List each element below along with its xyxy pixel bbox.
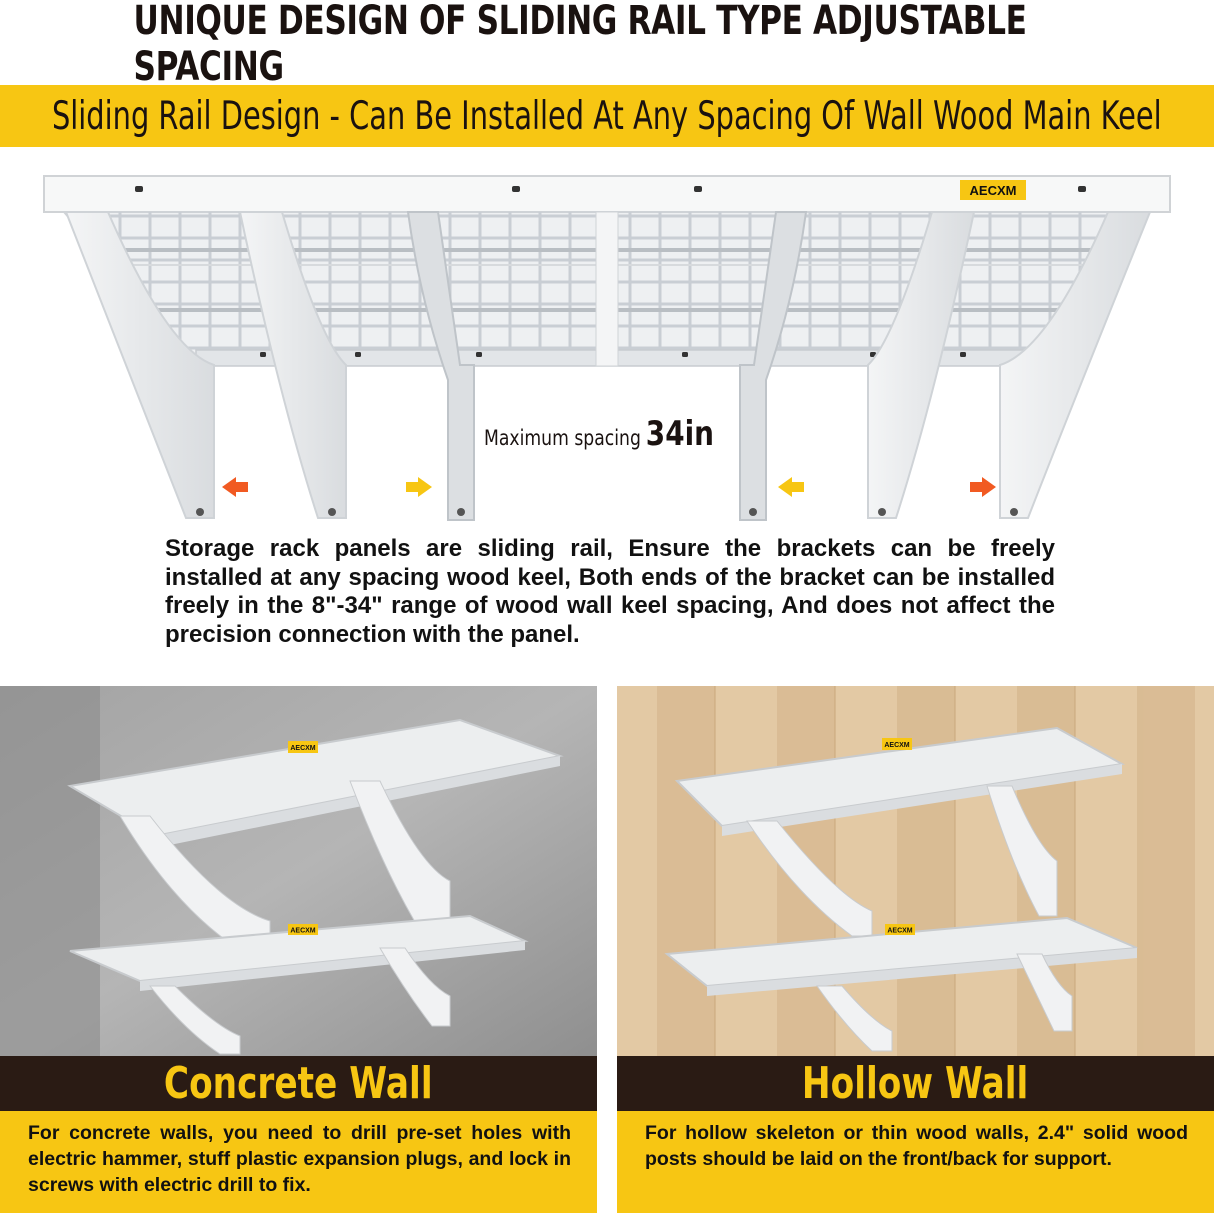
max-spacing-text: Maximum spacing <box>484 426 641 450</box>
shelf-illustration: AECXM <box>43 175 1171 521</box>
concrete-wall-panel: AECXM AECXM Concrete Wall For concrete w… <box>0 686 597 1213</box>
description-text: Storage rack panels are sliding rail, En… <box>165 535 1055 648</box>
arrow-right-inner-icon <box>778 477 804 497</box>
arrow-right-outer-icon <box>970 477 996 497</box>
max-spacing-value: 34in <box>645 414 715 454</box>
bracket-right-inner <box>867 211 976 519</box>
subtitle-text: Sliding Rail Design - Can Be Installed A… <box>52 93 1162 139</box>
concrete-wall-title: Concrete Wall <box>164 1058 433 1109</box>
lower-brand-tag-text: AECXM <box>290 928 315 935</box>
upper-brand-tag-text: AECXM <box>290 745 315 752</box>
bracket-center-right <box>739 211 808 521</box>
upper-brand-tag <box>882 738 912 750</box>
page-title: UNIQUE DESIGN OF SLIDING RAIL TYPE ADJUS… <box>133 0 1027 90</box>
bracket-center-left <box>406 211 475 521</box>
arrow-left-inner-icon <box>406 477 432 497</box>
lower-brand-tag <box>288 924 318 935</box>
lower-brand-tag <box>885 924 915 935</box>
hollow-wall-scene: AECXM AECXM <box>617 686 1214 1056</box>
concrete-wall-text: For concrete walls, you need to drill pr… <box>0 1111 597 1213</box>
hollow-wall-title: Hollow Wall <box>802 1058 1029 1109</box>
lower-brand-tag-text: AECXM <box>887 928 912 935</box>
bracket-left-outer <box>64 211 215 519</box>
upper-brand-tag <box>288 741 318 753</box>
bracket-right-outer <box>999 211 1152 519</box>
bracket-left-inner <box>238 211 347 519</box>
hollow-wall-title-bar: Hollow Wall <box>617 1056 1214 1111</box>
concrete-wall-title-bar: Concrete Wall <box>0 1056 597 1111</box>
upper-brand-tag-text: AECXM <box>884 742 909 749</box>
max-spacing-label: Maximum spacing 34in <box>484 414 714 454</box>
hollow-wall-text: For hollow skeleton or thin wood walls, … <box>617 1111 1214 1213</box>
concrete-wall-scene: AECXM AECXM <box>0 686 597 1056</box>
hollow-wall-panel: AECXM AECXM Hollow Wall For hollow skele… <box>617 686 1214 1213</box>
brand-tag <box>960 180 1026 200</box>
subtitle-banner: Sliding Rail Design - Can Be Installed A… <box>0 85 1214 147</box>
arrow-left-outer-icon <box>222 477 248 497</box>
brand-tag-text: AECXM <box>970 183 1017 198</box>
